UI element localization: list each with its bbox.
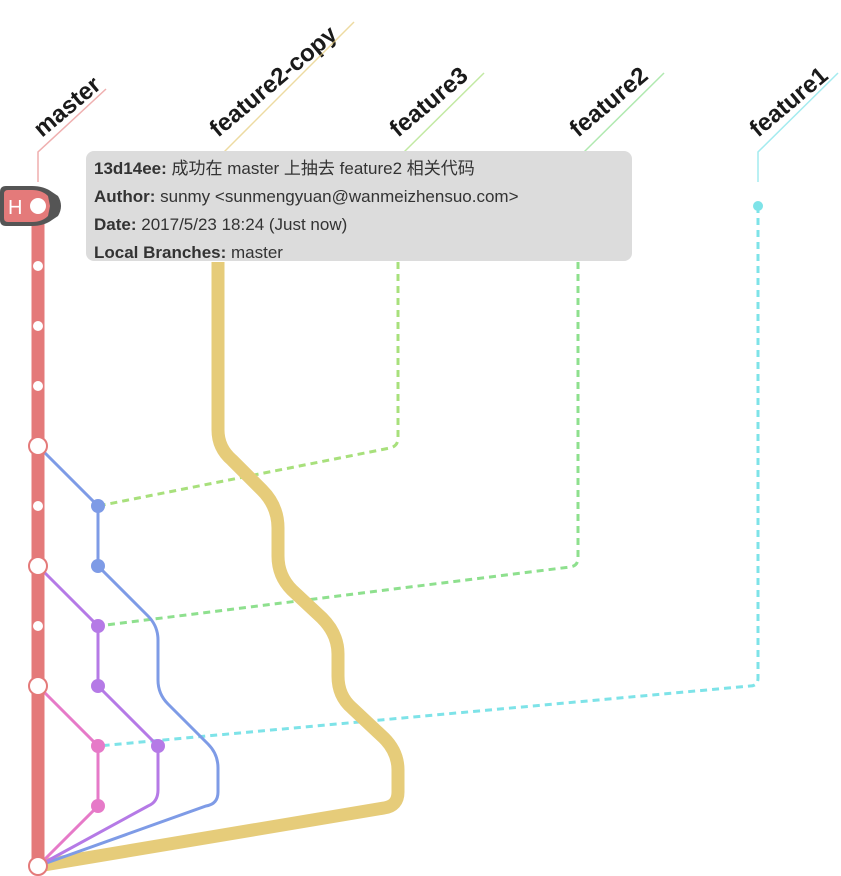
merge-commit-node[interactable] bbox=[28, 436, 48, 456]
svg-text:feature2-copy: feature2-copy bbox=[205, 20, 343, 142]
svg-text:feature2: feature2 bbox=[565, 62, 654, 143]
commit-node-feature1[interactable] bbox=[753, 201, 763, 211]
commit-node[interactable] bbox=[33, 321, 43, 331]
branches-key: Local Branches: bbox=[94, 243, 227, 262]
feature3-line bbox=[97, 262, 400, 508]
commit-tooltip: 13d14ee: 成功在 master 上抽去 feature2 相关代码 Au… bbox=[86, 151, 632, 262]
commit-node[interactable] bbox=[91, 499, 105, 513]
svg-text:feature1: feature1 bbox=[745, 62, 834, 143]
merge-commit-node[interactable] bbox=[28, 676, 48, 696]
svg-text:H: H bbox=[8, 197, 22, 219]
commit-node[interactable] bbox=[91, 559, 105, 573]
branch-label-feature2[interactable]: feature2 bbox=[565, 62, 665, 153]
pink-branch-line bbox=[36, 684, 100, 868]
commit-message: 成功在 master 上抽去 feature2 相关代码 bbox=[171, 159, 475, 178]
feature1-line bbox=[97, 206, 760, 748]
blue-branch-line bbox=[36, 444, 220, 868]
tooltip-author-row: Author: sunmy <sunmengyuan@wanmeizhensuo… bbox=[94, 183, 624, 211]
commit-node[interactable] bbox=[91, 799, 105, 813]
tooltip-commit-row: 13d14ee: 成功在 master 上抽去 feature2 相关代码 bbox=[94, 155, 624, 183]
commit-node-head[interactable] bbox=[28, 196, 48, 216]
feature2-line bbox=[97, 262, 580, 628]
commit-node[interactable] bbox=[33, 381, 43, 391]
svg-text:feature3: feature3 bbox=[385, 62, 474, 143]
date-value: 2017/5/23 18:24 (Just now) bbox=[141, 215, 348, 234]
purple-branch-line bbox=[36, 564, 160, 868]
branches-value: master bbox=[231, 243, 283, 262]
commit-node[interactable] bbox=[33, 621, 43, 631]
commit-node[interactable] bbox=[33, 501, 43, 511]
svg-text:master: master bbox=[29, 71, 107, 142]
commit-node[interactable] bbox=[33, 261, 43, 271]
branch-label-feature1[interactable]: feature1 bbox=[745, 62, 839, 182]
tooltip-branches-row: Local Branches: master bbox=[94, 239, 624, 267]
commit-node[interactable] bbox=[151, 739, 165, 753]
root-commit-node[interactable] bbox=[28, 856, 48, 876]
merge-commit-node[interactable] bbox=[28, 556, 48, 576]
author-value: sunmy <sunmengyuan@wanmeizhensuo.com> bbox=[160, 187, 519, 206]
commit-node[interactable] bbox=[91, 679, 105, 693]
author-key: Author: bbox=[94, 187, 156, 206]
branch-label-feature3[interactable]: feature3 bbox=[385, 62, 485, 153]
commit-hash: 13d14ee: bbox=[94, 159, 167, 178]
tooltip-date-row: Date: 2017/5/23 18:24 (Just now) bbox=[94, 211, 624, 239]
date-key: Date: bbox=[94, 215, 137, 234]
commit-node[interactable] bbox=[91, 619, 105, 633]
commit-node[interactable] bbox=[91, 739, 105, 753]
feature2-copy-line bbox=[36, 262, 405, 873]
branch-label-feature2-copy[interactable]: feature2-copy bbox=[205, 20, 355, 153]
